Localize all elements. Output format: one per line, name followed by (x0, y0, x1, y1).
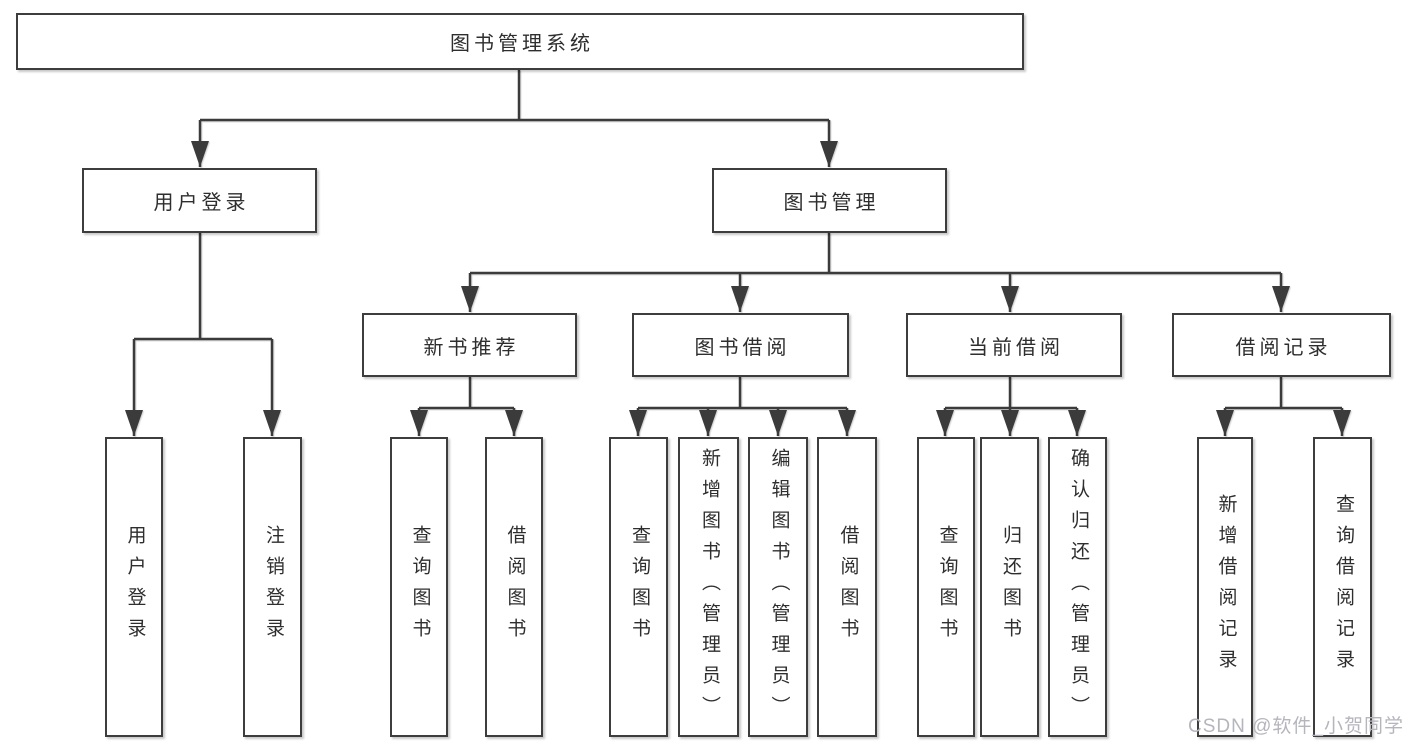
leaf-br-query-record-label: 查询借阅记录 (1332, 494, 1354, 680)
leaf-bb-edit-books-admin-label: 编辑图书（管理员） (768, 447, 790, 727)
leaf-cb-query-books-label: 查询图书 (936, 525, 958, 649)
leaf-bb-borrow-books-label: 借阅图书 (837, 525, 859, 649)
leaf-nbr-borrow-books: 借阅图书 (485, 437, 543, 737)
leaf-user-login-label: 用户登录 (124, 525, 146, 649)
leaf-cb-confirm-return-admin-label: 确认归还（管理员） (1067, 447, 1089, 727)
connectors-user-login-branch (125, 233, 281, 436)
leaf-nbr-query-books: 查询图书 (390, 437, 448, 737)
leaf-cb-query-books: 查询图书 (917, 437, 975, 737)
leaf-br-add-record: 新增借阅记录 (1197, 437, 1253, 737)
leaf-bb-borrow-books: 借阅图书 (817, 437, 877, 737)
leaf-br-query-record: 查询借阅记录 (1313, 437, 1372, 737)
leaf-bb-add-books-admin-label: 新增图书（管理员） (698, 447, 720, 727)
leaf-bb-add-books-admin: 新增图书（管理员） (678, 437, 739, 737)
node-current-borrowing: 当前借阅 (906, 313, 1122, 377)
node-user-login: 用户登录 (82, 168, 317, 233)
leaf-bb-query-books-label: 查询图书 (628, 525, 650, 649)
leaf-nbr-borrow-books-label: 借阅图书 (504, 525, 526, 649)
node-borrowing-records: 借阅记录 (1172, 313, 1391, 377)
node-book-management: 图书管理 (712, 168, 947, 233)
leaf-logout: 注销登录 (243, 437, 302, 737)
leaf-logout-label: 注销登录 (262, 525, 284, 649)
leaf-bb-edit-books-admin: 编辑图书（管理员） (748, 437, 808, 737)
node-root: 图书管理系统 (16, 13, 1024, 70)
connectors-borrow-records-branch (1216, 377, 1351, 436)
leaf-cb-return-books: 归还图书 (980, 437, 1039, 737)
leaf-user-login: 用户登录 (105, 437, 163, 737)
leaf-cb-return-books-label: 归还图书 (999, 525, 1021, 649)
connectors-new-book-rec-branch (410, 377, 523, 436)
leaf-nbr-query-books-label: 查询图书 (409, 525, 431, 649)
connectors-book-mgmt-to-level3 (461, 233, 1290, 312)
connectors-book-borrow-branch (629, 377, 856, 436)
leaf-br-add-record-label: 新增借阅记录 (1215, 494, 1237, 680)
csdn-watermark: CSDN @软件_小贺同学 (1188, 716, 1404, 737)
connectors-root-to-level2 (191, 70, 838, 167)
connectors-current-borrow-branch (936, 377, 1086, 436)
leaf-bb-query-books: 查询图书 (609, 437, 668, 737)
leaf-cb-confirm-return-admin: 确认归还（管理员） (1048, 437, 1107, 737)
node-new-book-recommendation: 新书推荐 (362, 313, 577, 377)
node-book-borrowing: 图书借阅 (632, 313, 849, 377)
